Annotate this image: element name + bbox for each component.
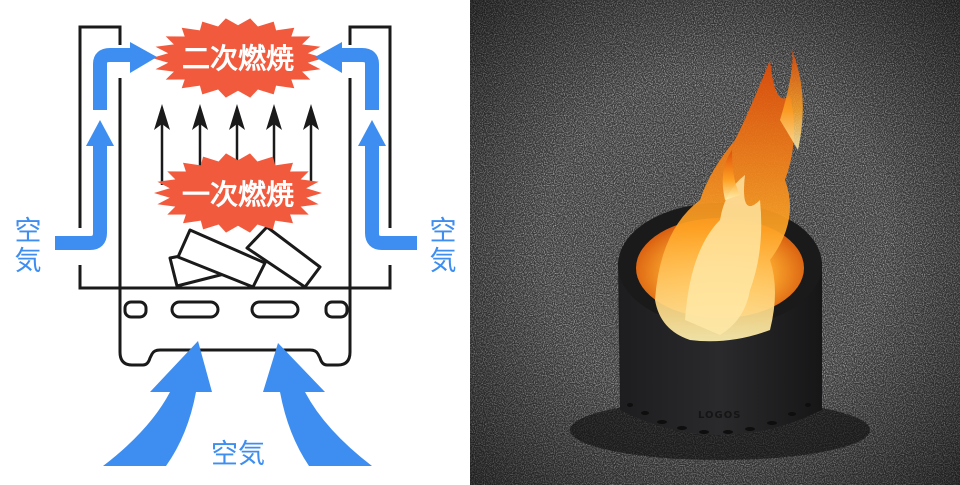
bottom-left-air-arrow <box>103 341 212 466</box>
vent-slot <box>123 300 148 319</box>
heat-arrow-head <box>266 104 282 130</box>
stove-outline <box>78 25 392 367</box>
vent-slot <box>250 300 300 319</box>
air-label-left: 空気 <box>15 216 42 277</box>
flames <box>655 50 803 342</box>
air-label-bottom: 空気 <box>211 439 265 470</box>
logos-brand-logo: LOGOS <box>698 410 741 421</box>
heat-arrow-head <box>154 104 170 130</box>
fire-pit-photo: LOGOS <box>470 0 960 485</box>
left-air-arrow <box>55 42 157 250</box>
right-air-arrow <box>315 42 417 250</box>
heat-arrow-head <box>229 104 245 130</box>
vent-slot <box>170 300 220 319</box>
vent-slot <box>324 300 349 319</box>
heat-arrow-head <box>303 104 319 130</box>
heat-arrow-head <box>192 104 208 130</box>
firewood-logs <box>168 225 322 289</box>
stove-base <box>118 288 352 367</box>
bottom-right-air-arrow <box>263 343 372 466</box>
primary-combustion-burst <box>154 153 322 233</box>
air-label-right: 空気 <box>430 216 457 277</box>
secondary-combustion-label: 二次燃焼 <box>182 42 294 75</box>
vent-holes <box>627 403 811 434</box>
primary-combustion-label: 一次燃焼 <box>182 178 294 211</box>
combustion-diagram: 二次燃焼 一次燃焼 空気 空気 空気 <box>15 18 457 470</box>
secondary-combustion-burst <box>152 18 324 98</box>
